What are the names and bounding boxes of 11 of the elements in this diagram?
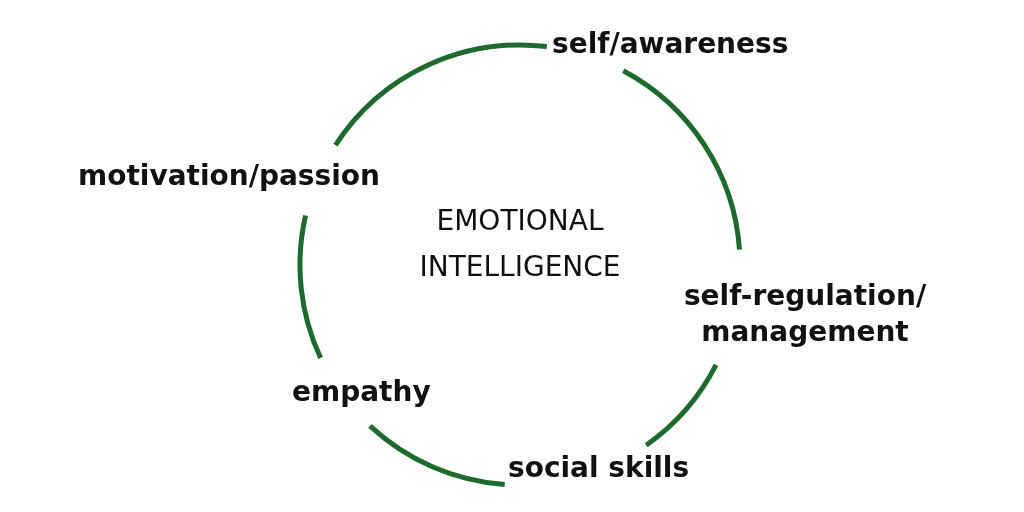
circle-arc: [368, 423, 505, 487]
center-title: EMOTIONAL INTELLIGENCE: [418, 203, 622, 285]
topic-label: motivation/passion: [78, 158, 398, 194]
circle-arc: [297, 215, 323, 359]
topic-label: self/awareness: [552, 26, 822, 62]
circle-arc: [333, 42, 547, 147]
topic-label: social skills: [508, 450, 708, 486]
circle-arc: [644, 363, 719, 448]
topic-label: self-regulation/ management: [665, 278, 945, 350]
circle-arc: [622, 68, 742, 251]
topic-label: empathy: [292, 374, 442, 410]
